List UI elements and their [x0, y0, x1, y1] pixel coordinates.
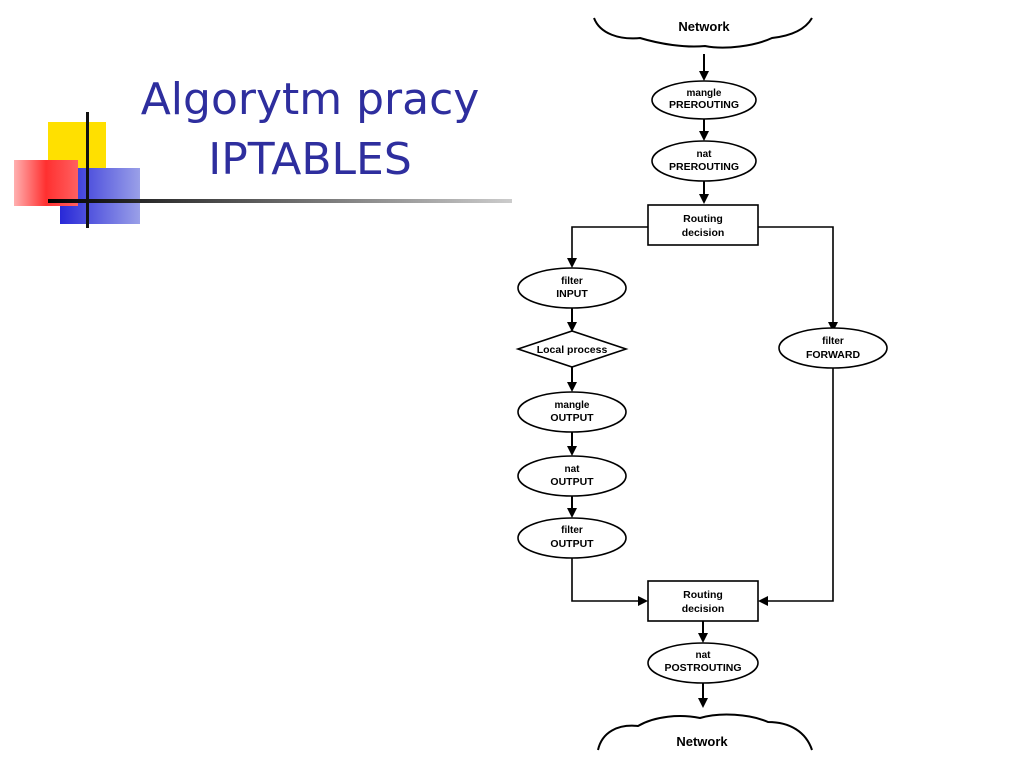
- nat-postrouting-table: nat: [696, 650, 712, 661]
- svg-text:filter: filter: [561, 525, 583, 536]
- svg-text:filter: filter: [561, 276, 583, 287]
- svg-text:Routing: Routing: [683, 589, 723, 601]
- node-filter-input: filter INPUT: [517, 267, 627, 309]
- arrow-filter-forward-to-routing-2: [758, 368, 834, 606]
- filter-input-chain: INPUT: [556, 288, 588, 300]
- node-nat-prerouting: nat PREROUTING: [651, 140, 757, 182]
- title-line-2: IPTABLES: [208, 134, 412, 185]
- filter-forward-table: filter: [822, 336, 844, 347]
- svg-text:mangle: mangle: [554, 400, 589, 411]
- svg-text:Routing: Routing: [683, 213, 723, 225]
- svg-text:nat: nat: [697, 149, 713, 160]
- node-mangle-output: mangle OUTPUT: [517, 391, 627, 433]
- mangle-output-chain: OUTPUT: [550, 412, 594, 424]
- iptables-flow-diagram: Network mangle PREROUTING nat PREROUTING…: [515, 17, 888, 751]
- node-routing-decision-2: Routing decision: [647, 580, 759, 622]
- node-mangle-prerouting: mangle PREROUTING: [651, 80, 757, 120]
- deco-red-square: [14, 160, 78, 206]
- title-line-1: Algorytm pracy: [140, 74, 480, 125]
- arrow-routing-to-filter-input: [567, 226, 648, 268]
- network-bottom-label: Network: [676, 734, 728, 749]
- network-bottom-cloud: Network: [597, 713, 813, 751]
- page-title: Algorytm pracy IPTABLES: [120, 70, 500, 190]
- node-nat-output: nat OUTPUT: [517, 455, 627, 497]
- mangle-output-table: mangle: [554, 400, 589, 411]
- network-top-cloud: Network: [593, 17, 813, 49]
- svg-text:mangle: mangle: [686, 88, 721, 99]
- filter-forward-chain: FORWARD: [806, 349, 860, 361]
- nat-output-table: nat: [565, 464, 581, 475]
- mangle-prerouting-chain: PREROUTING: [669, 99, 739, 111]
- filter-output-table: filter: [561, 525, 583, 536]
- node-local-process: Local process: [515, 330, 629, 368]
- node-filter-output: filter OUTPUT: [517, 517, 627, 559]
- node-nat-postrouting: nat POSTROUTING: [647, 642, 759, 684]
- svg-text:OUTPUT: OUTPUT: [550, 412, 594, 424]
- nat-prerouting-table: nat: [697, 149, 713, 160]
- local-process-label: Local process: [537, 344, 608, 356]
- filter-input-table: filter: [561, 276, 583, 287]
- arrow-filter-output-to-routing-2: [571, 558, 648, 606]
- nat-postrouting-chain: POSTROUTING: [664, 662, 741, 674]
- svg-text:decision: decision: [682, 603, 725, 615]
- svg-text:OUTPUT: OUTPUT: [550, 538, 594, 550]
- network-top-label: Network: [678, 19, 730, 34]
- title-decoration: [14, 112, 512, 228]
- deco-vertical-line: [86, 112, 89, 228]
- nat-output-chain: OUTPUT: [550, 476, 594, 488]
- routing-2-line2: decision: [682, 603, 725, 615]
- svg-text:POSTROUTING: POSTROUTING: [664, 662, 741, 674]
- arrow-routing-to-filter-forward: [758, 226, 838, 332]
- svg-text:PREROUTING: PREROUTING: [669, 99, 739, 111]
- svg-text:PREROUTING: PREROUTING: [669, 161, 739, 173]
- nat-prerouting-chain: PREROUTING: [669, 161, 739, 173]
- svg-text:filter: filter: [822, 336, 844, 347]
- routing-2-line1: Routing: [683, 589, 723, 601]
- mangle-prerouting-table: mangle: [686, 88, 721, 99]
- routing-1-line1: Routing: [683, 213, 723, 225]
- svg-text:decision: decision: [682, 227, 725, 239]
- svg-text:OUTPUT: OUTPUT: [550, 476, 594, 488]
- svg-text:nat: nat: [565, 464, 581, 475]
- title-underline: [48, 199, 512, 203]
- node-filter-forward: filter FORWARD: [778, 327, 888, 369]
- filter-output-chain: OUTPUT: [550, 538, 594, 550]
- node-routing-decision-1: Routing decision: [647, 204, 759, 246]
- routing-1-line2: decision: [682, 227, 725, 239]
- svg-text:FORWARD: FORWARD: [806, 349, 860, 361]
- svg-text:nat: nat: [696, 650, 712, 661]
- svg-text:INPUT: INPUT: [556, 288, 588, 300]
